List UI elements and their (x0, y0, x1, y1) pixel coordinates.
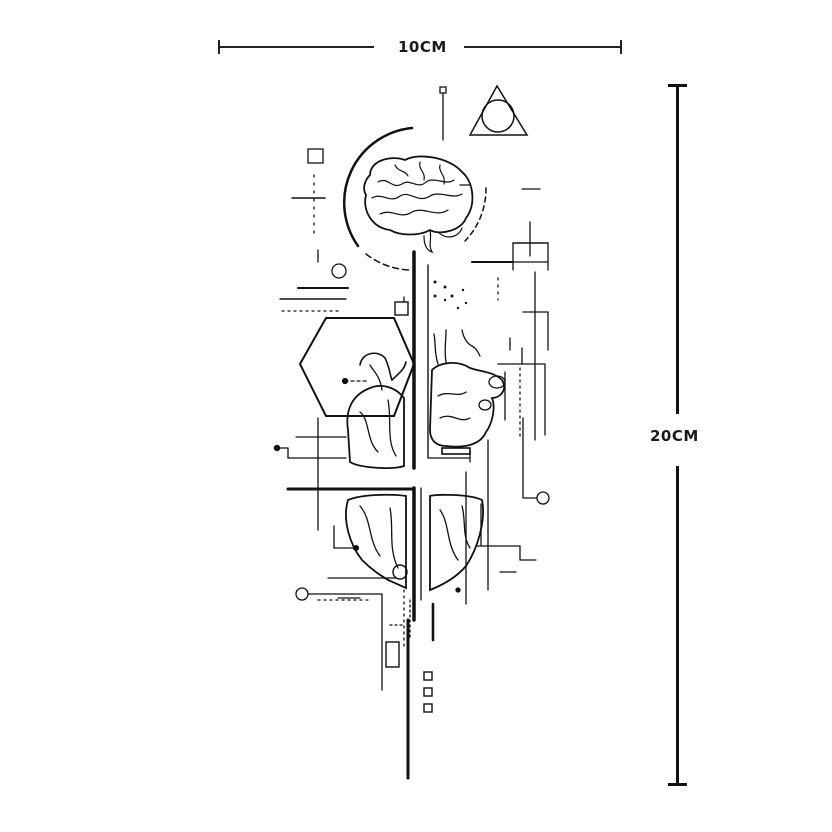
triangle-circle-icon (468, 84, 529, 136)
width-dimension (218, 36, 622, 58)
hexagon-pointer (341, 377, 369, 385)
anatomical-heart-lower-icon (345, 493, 484, 592)
height-dimension (665, 84, 689, 786)
right-upper-lines (459, 184, 549, 441)
width-right-cap (620, 40, 622, 54)
width-right-line (464, 46, 622, 48)
height-bottom-line (676, 466, 679, 786)
height-label: 20CM (650, 427, 699, 445)
dot-grid (433, 280, 468, 310)
central-spine (286, 250, 429, 780)
right-circuit-lines (423, 417, 550, 713)
left-circuit-lines (273, 417, 411, 691)
left-upper-lines (279, 174, 409, 316)
brain-frame-arc (343, 126, 513, 271)
anatomical-heart-icon (346, 329, 506, 469)
height-bottom-cap (668, 783, 687, 786)
top-accent-lines (307, 86, 447, 164)
hexagon-outline (298, 317, 416, 417)
width-left-line (218, 46, 374, 48)
brain-icon (363, 155, 474, 254)
height-top-line (676, 84, 679, 414)
width-label: 10CM (398, 38, 447, 56)
